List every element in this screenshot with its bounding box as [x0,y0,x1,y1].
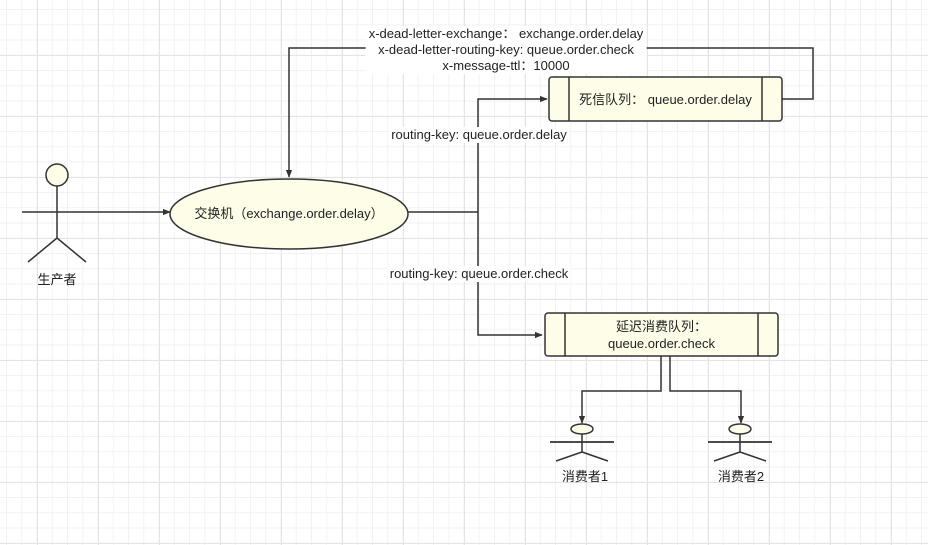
edge-exchange-to-dead-letter [477,95,548,212]
delay-consume-queue-label-line1: 延迟消费队列： [615,319,707,334]
producer-label: 生产者 [37,272,77,287]
consumer-2-actor-icon[interactable] [708,423,772,462]
delay-consume-queue-label: 延迟消费队列： queue.order.check [565,318,758,352]
edge-queue-to-consumer-2 [669,356,745,424]
dead-letter-arg-ttl: x-message-ttl：10000 [442,58,570,73]
exchange-node[interactable] [169,178,409,250]
exchange-label: 交换机（exchange.order.delay） [194,206,384,221]
edge-label-routing-key-check: routing-key: queue.order.check [387,266,571,282]
consumer-1-label: 消费者1 [561,469,609,484]
edge-exchange-to-delay-queue [477,212,543,339]
edge-queue-to-consumer-1 [578,356,662,424]
consumer-1-actor-icon[interactable] [550,423,614,462]
edge-label-routing-key-delay: routing-key: queue.order.delay [389,127,569,143]
delay-consume-queue-label-line2: queue.order.check [608,336,715,351]
consumer-2-label: 消费者2 [717,469,765,484]
edge-dead-letter-to-exchange [285,47,814,178]
dead-letter-arg-routing-key: x-dead-letter-routing-key: queue.order.c… [378,42,634,57]
edge-label-dead-letter-args: x-dead-letter-exchange： exchange.order.d… [365,26,647,74]
dead-letter-queue-label: 死信队列： queue.order.delay [579,92,752,107]
producer-actor-icon[interactable] [22,163,92,263]
dead-letter-arg-exchange: x-dead-letter-exchange： exchange.order.d… [368,26,644,41]
